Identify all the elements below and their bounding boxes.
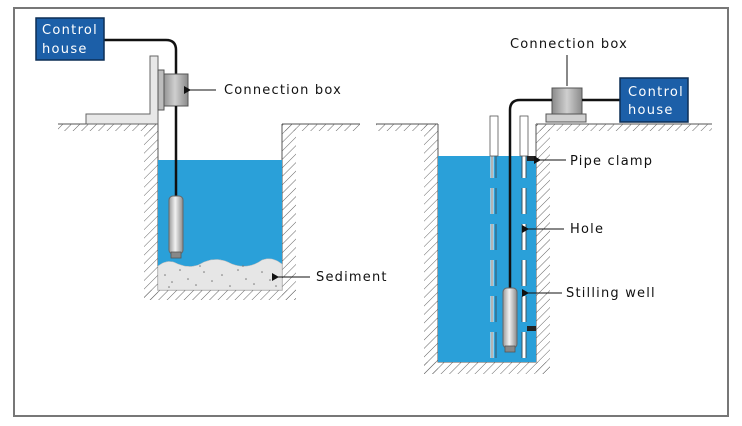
- control-house-label-line2: house: [628, 103, 674, 118]
- pit-wall: [282, 124, 296, 300]
- ground-hatch: [376, 124, 438, 131]
- mounting-bracket: [85, 55, 159, 125]
- control-house-label-line1: Control: [42, 23, 98, 38]
- level-sensor: [168, 195, 184, 255]
- hole-label: Hole: [570, 222, 604, 237]
- control-house: [619, 77, 689, 123]
- pipe-clamp: [527, 156, 536, 161]
- pit-floor: [144, 290, 296, 300]
- connection-box-flange: [157, 69, 165, 111]
- pit-wall: [424, 124, 438, 374]
- left-installation: Control house Connection box Sediment: [35, 17, 388, 300]
- control-house: [35, 17, 105, 61]
- stilling-well: [489, 115, 529, 362]
- ground-hatch: [282, 124, 360, 131]
- figure-frame: [13, 7, 729, 417]
- sensor-tip: [504, 345, 516, 353]
- right-installation: Control house Connection box Pipe clamp …: [376, 37, 712, 374]
- ground-hatch: [58, 124, 158, 131]
- control-house-label-line2: house: [42, 42, 88, 57]
- signal-cable: [104, 38, 178, 76]
- sensor-tip: [170, 251, 182, 259]
- pipe-clamp: [527, 326, 536, 331]
- ground-hatch: [536, 124, 712, 131]
- pipe-clamp-label: Pipe clamp: [570, 154, 653, 169]
- sensor-cable: [508, 98, 552, 288]
- control-house-label-line1: Control: [628, 85, 684, 100]
- connection-box: [161, 73, 189, 107]
- water: [438, 156, 536, 362]
- pit-floor: [424, 362, 550, 374]
- sediment-label: Sediment: [316, 270, 388, 285]
- sediment: [157, 258, 283, 291]
- connection-box-label: Connection box: [510, 37, 628, 52]
- connection-box: [551, 87, 583, 115]
- stilling-well-label: Stilling well: [566, 286, 656, 301]
- connection-box-base: [545, 113, 587, 123]
- pit-wall: [144, 124, 158, 300]
- level-sensor: [502, 287, 518, 349]
- sediment-speckles: [164, 265, 277, 288]
- connection-box-label: Connection box: [224, 83, 342, 98]
- pit-wall: [536, 124, 550, 374]
